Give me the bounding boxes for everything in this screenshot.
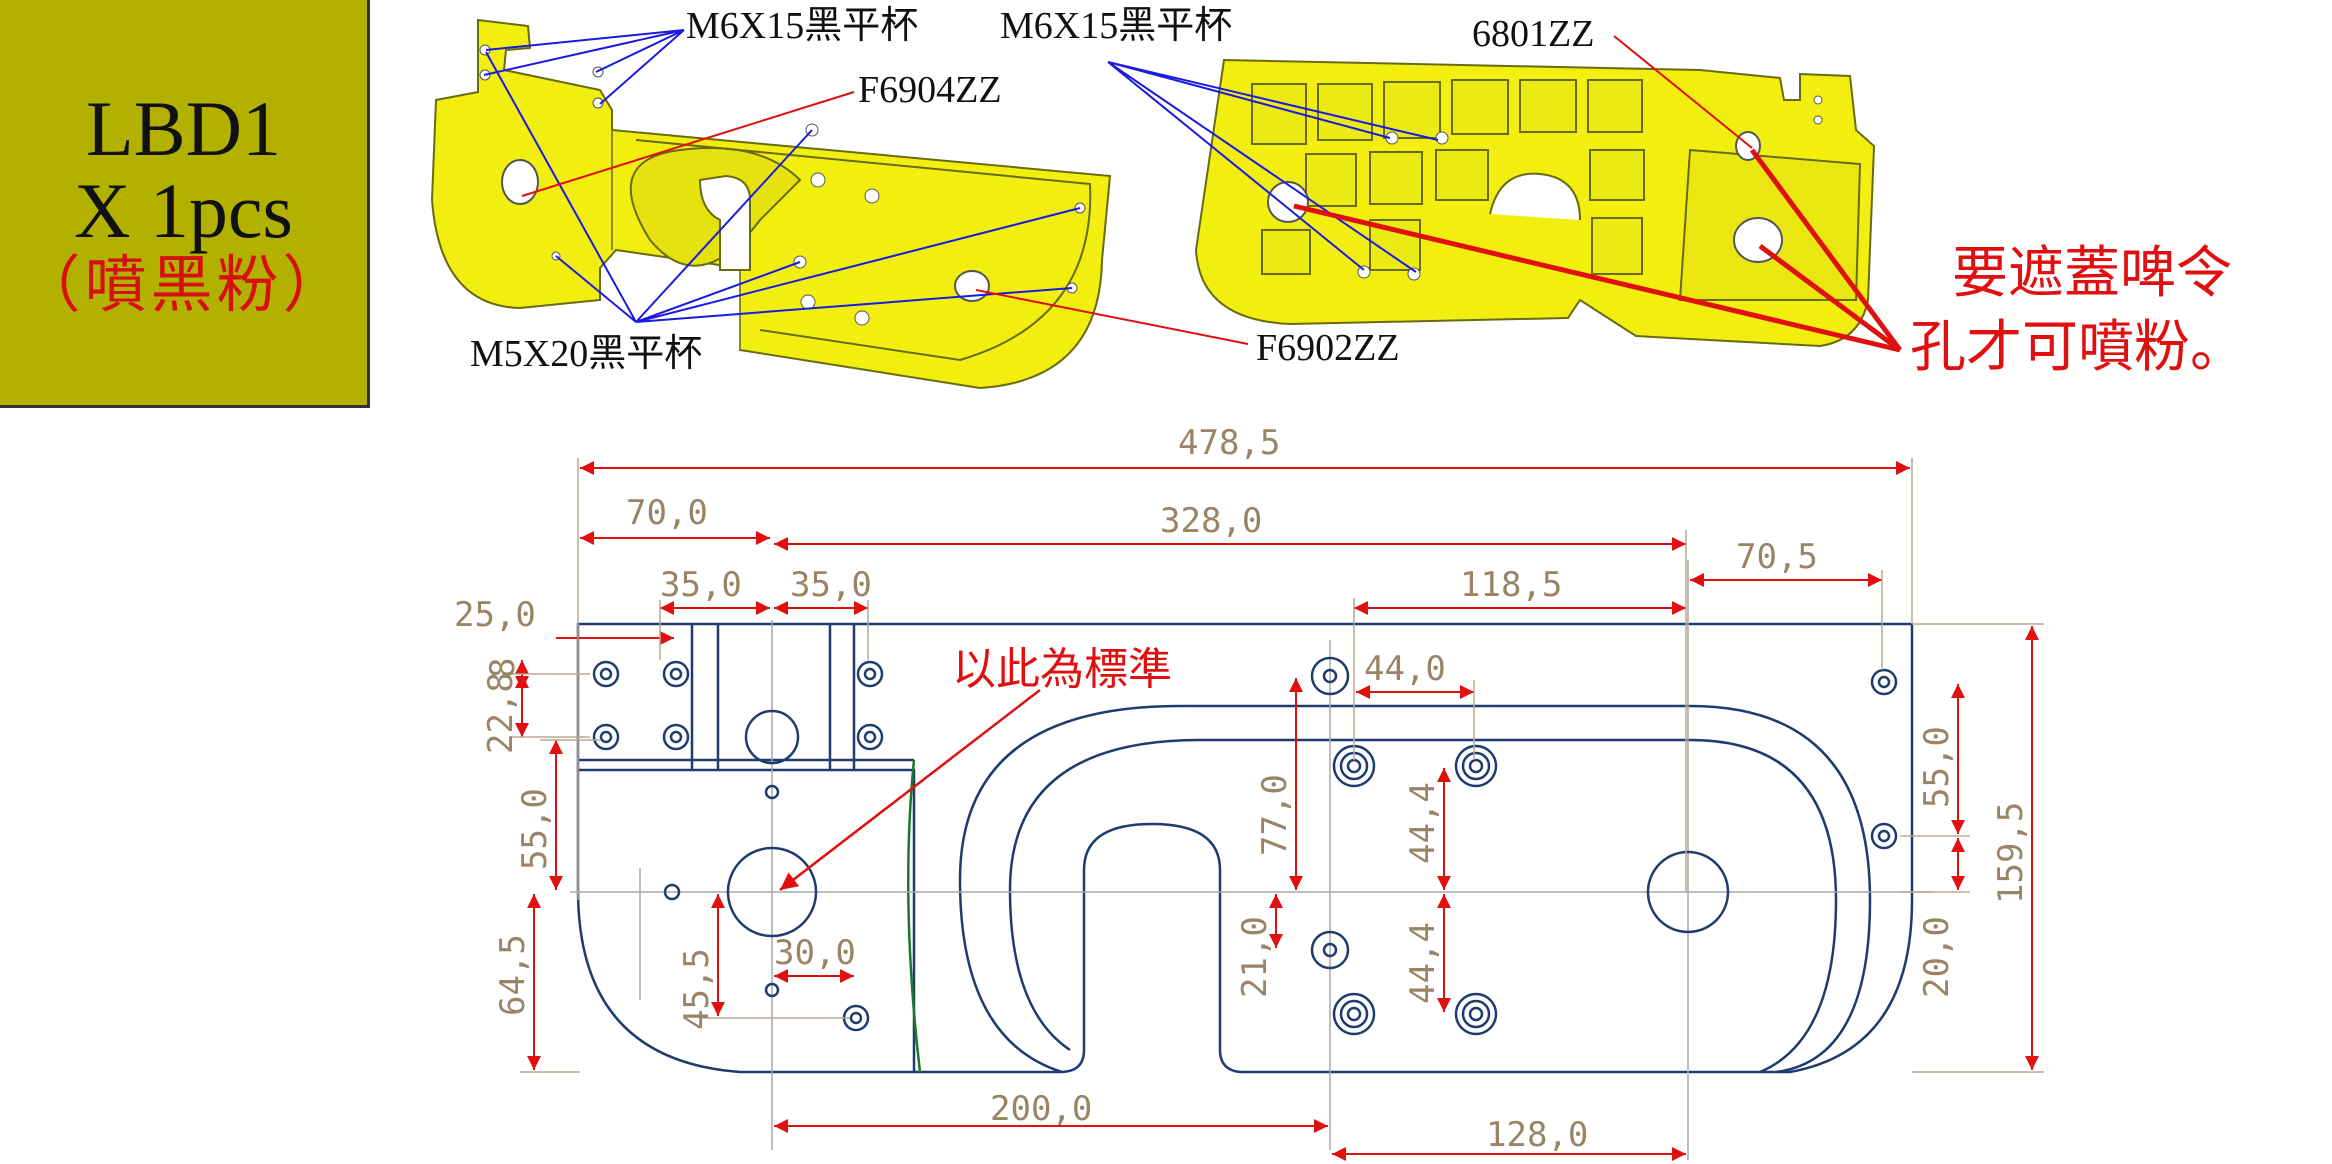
dim-70-5: 70,5 <box>1736 537 1818 577</box>
dim-44-4-bottom: 44,4 <box>1403 922 1443 1004</box>
dim-159-5: 159,5 <box>1991 802 2031 904</box>
dim-35-0-left: 35,0 <box>660 565 742 605</box>
note-mask-line2: 孔才可噴粉。 <box>1910 315 2246 380</box>
leaders-left <box>483 29 1249 345</box>
dim-8: 8 <box>483 658 523 678</box>
callout-6801: 6801ZZ <box>1472 13 1594 55</box>
dim-45-5: 45,5 <box>677 948 717 1030</box>
dimension-lines <box>515 461 2039 1161</box>
callout-m6-right: M6X15黑平杯 <box>1000 5 1232 47</box>
dim-overall-length: 478,5 <box>1178 423 1280 463</box>
iso-view-right <box>1194 58 1876 348</box>
callout-f6902: F6902ZZ <box>1256 327 1400 369</box>
dim-44-4-top: 44,4 <box>1403 782 1443 864</box>
part-title-box: LBD1 X 1pcs （噴黑粉） <box>0 0 370 408</box>
dim-118-5: 118,5 <box>1460 565 1562 605</box>
dim-55-0-right: 55,0 <box>1917 726 1957 808</box>
dim-55-0-left: 55,0 <box>515 788 555 870</box>
reference-arrow <box>779 689 1041 891</box>
dim-22-8: 22,8 <box>481 672 521 754</box>
part-code: LBD1 <box>86 85 281 173</box>
part-quantity: X 1pcs <box>74 166 293 254</box>
callout-f6904: F6904ZZ <box>858 69 1002 111</box>
dim-44-0: 44,0 <box>1364 649 1446 689</box>
center-lines <box>570 560 1930 1160</box>
iso-view-left <box>430 18 1112 390</box>
dim-25-0: 25,0 <box>454 595 536 635</box>
dim-200-0: 200,0 <box>990 1089 1092 1129</box>
part-outline <box>576 622 1914 1074</box>
note-reference: 以此為標準 <box>952 644 1172 695</box>
callout-m6-left: M6X15黑平杯 <box>686 5 918 47</box>
part-finish: （噴黑粉） <box>18 247 349 321</box>
dim-30-0: 30,0 <box>774 933 856 973</box>
dim-64-5: 64,5 <box>493 934 533 1016</box>
callout-m5: M5X20黑平杯 <box>470 333 702 375</box>
dim-21-0: 21,0 <box>1235 916 1275 998</box>
leaders-right <box>1107 35 1903 353</box>
dim-77-0: 77,0 <box>1255 774 1295 856</box>
dim-328-0: 328,0 <box>1160 501 1262 541</box>
dim-35-0-right: 35,0 <box>790 565 872 605</box>
dimension-labels: 478,5 70,0 328,0 35,0 35,0 25,0 118,5 70… <box>454 423 2031 1155</box>
extension-lines <box>510 458 2044 1073</box>
dim-70-0: 70,0 <box>626 493 708 533</box>
dim-20-0: 20,0 <box>1917 916 1957 998</box>
dim-128-0: 128,0 <box>1486 1115 1588 1155</box>
note-mask-line1: 要遮蓋啤令 <box>1952 241 2232 306</box>
